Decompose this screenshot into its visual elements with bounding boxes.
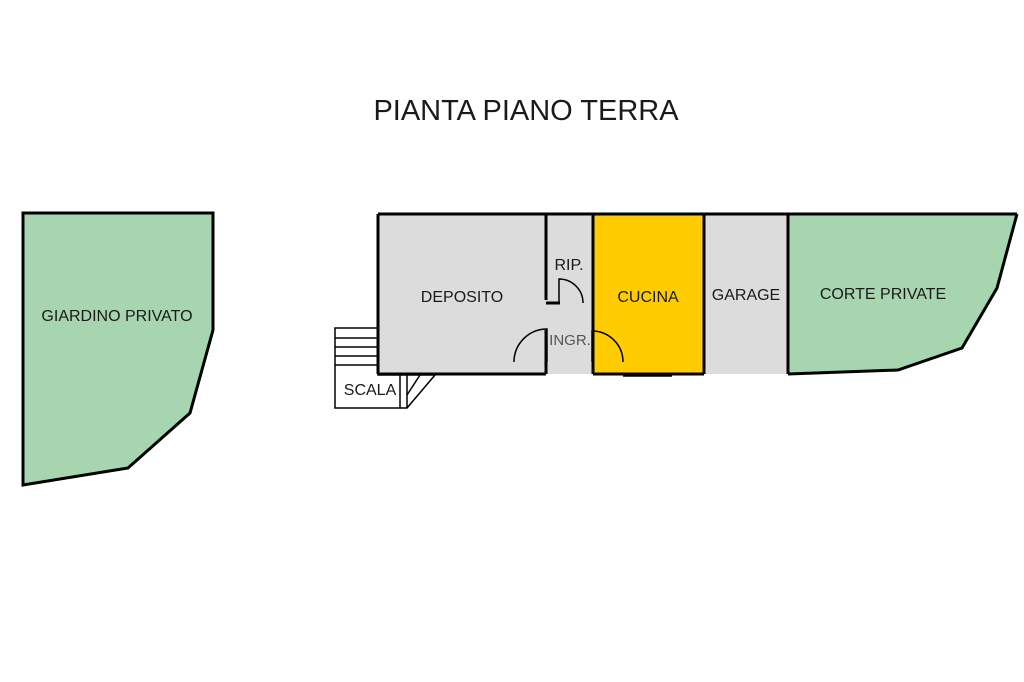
- giardino-privato-area: [21, 211, 215, 487]
- corte-private-label: CORTE PRIVATE: [820, 286, 946, 303]
- cucina-label: CUCINA: [617, 289, 679, 306]
- plan-title: PIANTA PIANO TERRA: [373, 95, 679, 127]
- giardino-privato-label: GIARDINO PRIVATO: [41, 308, 192, 325]
- walls: [376, 212, 1019, 377]
- scala-label: SCALA: [344, 382, 397, 399]
- garage-label: GARAGE: [712, 287, 780, 304]
- cucina-room: [593, 214, 704, 374]
- garage-room: [704, 214, 788, 374]
- ripostiglio-room: [546, 214, 593, 374]
- ingresso-label: INGR.: [549, 332, 591, 349]
- ripostiglio-label: RIP.: [554, 257, 583, 274]
- door-swings: [513, 278, 624, 363]
- corte-private-area: [788, 214, 1017, 374]
- deposito-label: DEPOSITO: [421, 289, 503, 306]
